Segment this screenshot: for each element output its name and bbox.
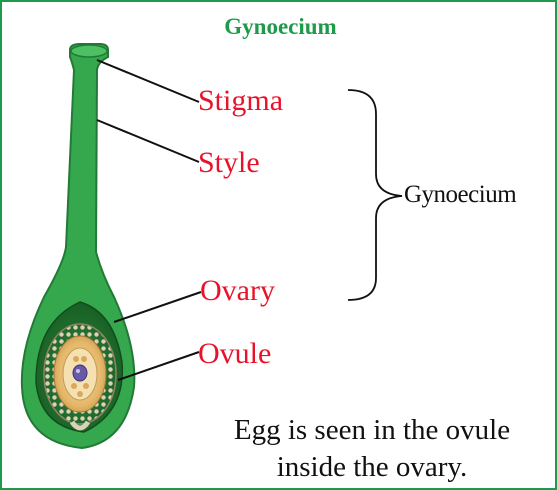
ovary-pointer <box>114 292 201 322</box>
style-pointer <box>97 120 199 162</box>
gynoecium-brace <box>348 90 402 300</box>
stigma-label: Stigma <box>198 86 283 116</box>
caption-line-1: Egg is seen in the ovule <box>182 412 557 449</box>
egg-cell <box>73 365 87 381</box>
caption: Egg is seen in the ovule inside the ovar… <box>182 412 557 485</box>
style-label: Style <box>198 148 260 178</box>
gynoecium-group-label: Gynoecium <box>404 181 516 209</box>
stigma-tip <box>71 45 107 57</box>
ovule-label: Ovule <box>198 339 271 369</box>
stigma-pointer <box>97 60 199 102</box>
ovary-label: Ovary <box>200 276 275 306</box>
caption-line-2: inside the ovary. <box>182 449 557 486</box>
